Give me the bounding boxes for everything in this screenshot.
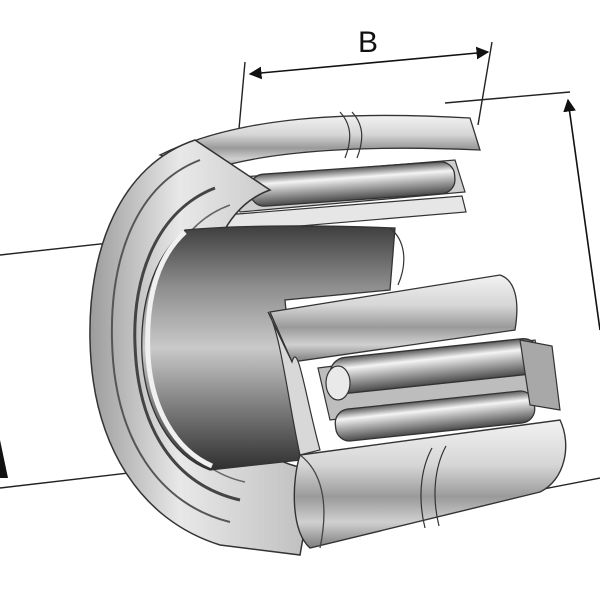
width-extension-right bbox=[477, 41, 493, 126]
outer-diameter-dimension bbox=[563, 98, 600, 331]
cutaway-section bbox=[267, 274, 518, 456]
width-label: B bbox=[358, 26, 378, 59]
outer-reference-line-top bbox=[444, 91, 571, 104]
outer-diameter-arrow bbox=[563, 98, 600, 331]
width-extension-left bbox=[237, 61, 246, 141]
width-arrow bbox=[248, 46, 490, 80]
bore-dimension bbox=[0, 440, 8, 478]
outer-ring bbox=[158, 111, 481, 171]
bore-arrow-head bbox=[0, 440, 8, 478]
outer-ring-bottom bbox=[293, 419, 567, 549]
top-roller-assembly bbox=[224, 159, 467, 233]
width-dimension: B bbox=[248, 26, 490, 80]
bore bbox=[141, 225, 405, 471]
roller-end-face bbox=[325, 365, 351, 401]
lower-roller-assembly bbox=[317, 338, 561, 442]
